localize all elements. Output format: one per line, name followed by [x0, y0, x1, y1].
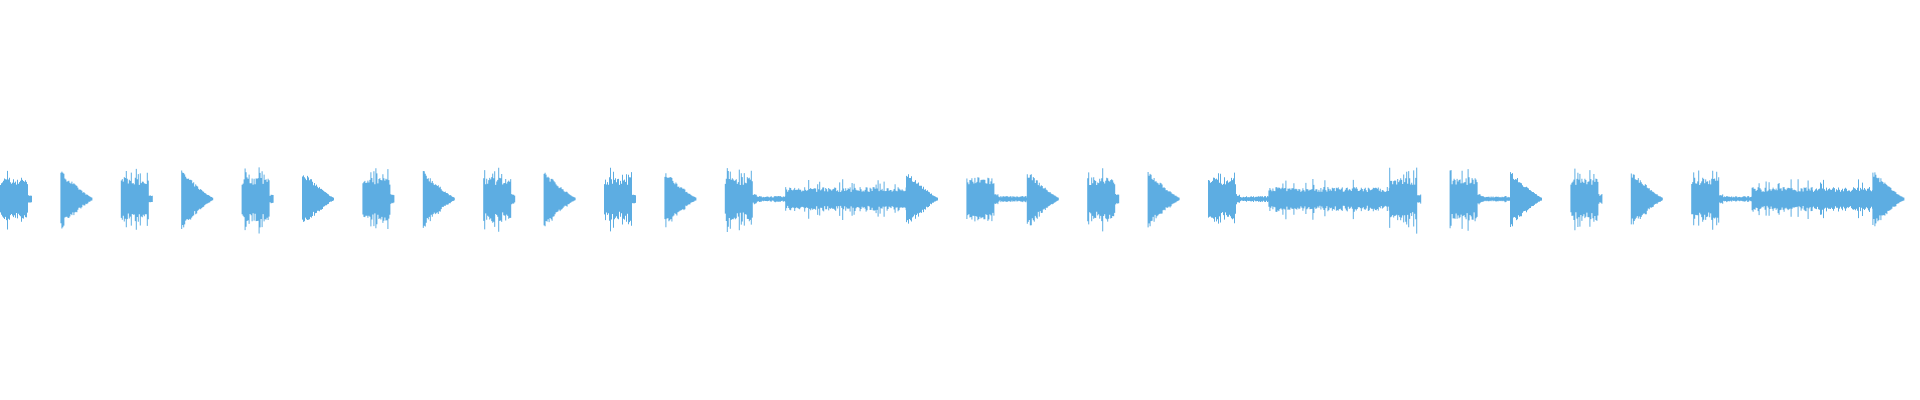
waveform-peaks [181, 170, 214, 229]
waveform-segment-sustain [1328, 179, 1390, 220]
waveform-segment-sustain [1751, 179, 1813, 219]
waveform-segment-hit-tail [1208, 172, 1269, 224]
waveform-segment-decay [1510, 172, 1542, 227]
waveform-peaks [724, 168, 786, 232]
waveform-segment-decay [906, 174, 938, 224]
waveform-peaks [120, 168, 153, 230]
waveform-segment-sustain [845, 180, 907, 217]
waveform-segment-hit [1087, 168, 1120, 232]
waveform-peaks [906, 174, 938, 224]
waveform-peaks [483, 167, 516, 232]
waveform-peaks [1087, 168, 1120, 232]
waveform-peaks [1510, 172, 1542, 227]
waveform-segment-hit [604, 167, 636, 232]
waveform-segment-hit-tail [966, 177, 1028, 222]
waveform-segment-decay [60, 171, 93, 229]
waveform-peaks [1208, 172, 1269, 224]
waveform-segment-hit [483, 167, 516, 232]
waveform-segment-hit-tail [724, 168, 786, 232]
waveform-peaks [0, 170, 32, 230]
waveform-segment-hit [362, 168, 395, 229]
waveform-peaks [1449, 169, 1511, 231]
waveform-peaks [845, 180, 907, 217]
waveform-segment-hit [0, 170, 32, 230]
waveform-peaks [785, 179, 847, 220]
waveform-segment-hit [1570, 168, 1603, 231]
waveform-peaks [1751, 179, 1813, 219]
waveform-peaks [1026, 174, 1059, 226]
waveform-segment-decay [1026, 174, 1059, 226]
waveform-segment-decay [1872, 172, 1905, 227]
waveform-segment-hit [1389, 167, 1422, 234]
waveform-segment-decay [302, 175, 334, 222]
waveform-segment-hit [241, 167, 274, 234]
waveform-peaks [1630, 173, 1663, 225]
waveform-peaks [362, 168, 395, 229]
waveform-peaks [604, 167, 636, 232]
waveform-peaks [664, 173, 697, 228]
waveform-peaks [302, 175, 334, 222]
waveform-segment-decay [543, 172, 576, 227]
waveform-peaks [60, 171, 93, 229]
waveform-segment-decay [181, 170, 214, 229]
waveform-segment-decay [1147, 172, 1180, 228]
waveform-segment-decay [422, 171, 455, 228]
waveform-segment-sustain [1268, 179, 1330, 220]
waveform-segment-decay [664, 173, 697, 228]
waveform-peaks [1691, 170, 1753, 230]
waveform-segment-hit-tail [1691, 170, 1753, 230]
waveform-segment-hit [120, 168, 153, 230]
waveform-peaks [422, 171, 455, 228]
waveform-peaks [966, 177, 1028, 222]
waveform-peaks [543, 172, 576, 227]
waveform-peaks [1872, 172, 1905, 227]
waveform-segment-hit-tail [1449, 169, 1511, 231]
waveform-peaks [1328, 179, 1390, 220]
waveform-peaks [1570, 168, 1603, 231]
waveform-peaks [1812, 179, 1873, 219]
waveform-peaks [1268, 179, 1330, 220]
waveform-segment-sustain [785, 179, 847, 220]
waveform-peaks [1147, 172, 1180, 228]
waveform-peaks [241, 167, 274, 234]
waveform-segment-sustain [1812, 179, 1873, 219]
waveform-segment-decay [1630, 173, 1663, 225]
waveform-peaks [1389, 167, 1422, 234]
